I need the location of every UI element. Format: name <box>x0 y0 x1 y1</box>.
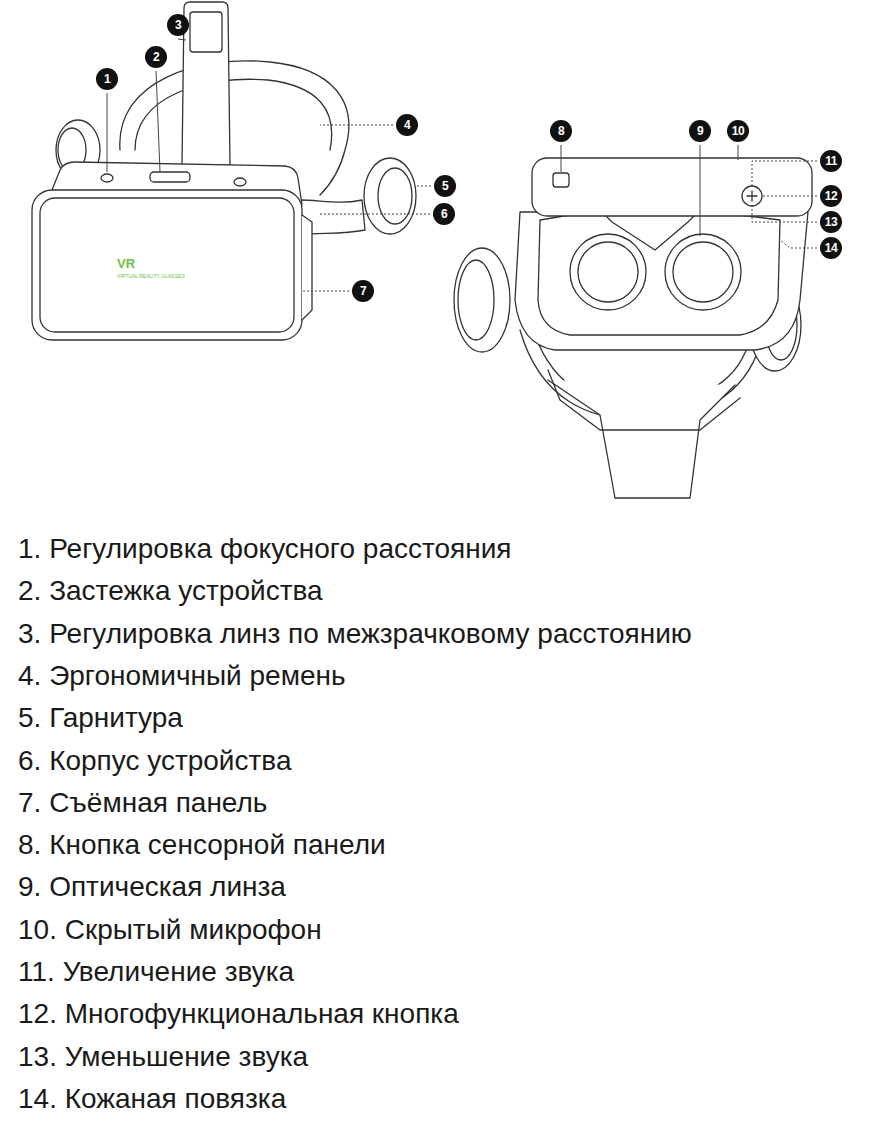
leader-line <box>156 71 160 172</box>
legend-item-text: 12. Многофункциональная кнопка <box>18 997 459 1031</box>
lens-right-inner <box>673 242 733 302</box>
legend-item-text: 3. Регулировка линз по межзрачковому рас… <box>18 617 692 651</box>
leader-line <box>318 214 430 215</box>
legend-item-text: 5. Гарнитура <box>18 701 183 735</box>
callout-text: 5 <box>442 180 448 192</box>
touch-button <box>553 173 569 187</box>
legend-item-text: 13. Уменьшение звука <box>18 1040 308 1074</box>
legend-item-text: 11. Увеличение звука <box>18 955 294 989</box>
callout-text: 3 <box>175 19 181 31</box>
leader-line <box>178 39 186 40</box>
cushion-inner <box>538 210 780 335</box>
leader-line <box>320 125 393 126</box>
callout-text: 10 <box>732 125 744 137</box>
callout-number: 13 <box>820 211 842 233</box>
lens-right <box>665 234 741 310</box>
callout-text: 1 <box>104 73 110 85</box>
callout-text: 9 <box>697 125 703 137</box>
callout-number: 10 <box>727 120 749 142</box>
callout-number: 8 <box>550 120 572 142</box>
front-panel <box>32 190 302 340</box>
front-panel-inner <box>40 198 294 332</box>
callout-text: 8 <box>558 125 564 137</box>
callout-text: 13 <box>825 216 837 228</box>
callout-number: 9 <box>689 120 711 142</box>
strap-tail <box>548 380 735 498</box>
callout-number: 12 <box>820 185 842 207</box>
callout-number: 6 <box>433 203 455 225</box>
legend-item-text: 2. Застежка устройства <box>18 574 323 608</box>
focus-knob <box>101 174 113 182</box>
leader-line <box>738 145 739 160</box>
logo-subtext: VIRTUAL REALITY GLASSES <box>117 273 185 279</box>
leader-line <box>752 206 817 222</box>
housing-top <box>532 158 812 216</box>
leader-line <box>752 161 817 186</box>
housing-side <box>302 215 312 320</box>
leader-line <box>700 145 701 236</box>
legend-item-text: 10. Скрытый микрофон <box>18 913 322 947</box>
leader-line <box>780 240 817 248</box>
legend-item-text: 4. Эргономичный ремень <box>18 659 346 693</box>
leader-line <box>416 186 431 187</box>
leader-line <box>107 93 108 172</box>
callout-number: 11 <box>820 150 842 172</box>
legend-item-text: 8. Кнопка сенсорной панели <box>18 828 386 862</box>
legend-item-text: 14. Кожаная повязка <box>18 1082 286 1116</box>
legend-item-text: 9. Оптическая линза <box>18 870 286 904</box>
callout-number: 1 <box>96 68 118 90</box>
legend-item-text: 1. Регулировка фокусного расстояния <box>18 532 511 566</box>
callout-text: 11 <box>825 155 837 167</box>
headphone-left-inner <box>458 260 494 340</box>
volume-dial <box>742 186 762 206</box>
callout-text: 7 <box>360 285 366 297</box>
callout-number: 7 <box>352 280 374 302</box>
dial-mark <box>747 191 757 201</box>
callout-text: 2 <box>153 51 159 63</box>
callout-text: 4 <box>404 119 410 131</box>
callout-number: 3 <box>167 14 189 36</box>
callout-number: 5 <box>434 175 456 197</box>
headphone-left <box>454 248 510 352</box>
clasp <box>150 172 190 182</box>
legend-item-text: 7. Съёмная панель <box>18 786 267 820</box>
headphone-right-inner <box>378 168 412 224</box>
callout-text: 12 <box>825 190 837 202</box>
strap-pad <box>548 370 740 430</box>
logo-text: VR <box>117 256 135 272</box>
leader-line <box>561 145 562 172</box>
leader-line <box>762 196 817 197</box>
headphone-right <box>364 158 416 234</box>
head-strap-inner <box>135 79 332 150</box>
leader-line <box>303 291 349 292</box>
strap-buckle <box>190 12 222 52</box>
callout-number: 2 <box>145 46 167 68</box>
top-strap <box>182 2 230 165</box>
lens-left <box>570 234 646 310</box>
lens-left-inner <box>578 242 638 302</box>
callout-text: 6 <box>441 208 447 220</box>
callout-number: 4 <box>396 114 418 136</box>
callout-text: 14 <box>825 242 837 254</box>
legend-item-text: 6. Корпус устройства <box>18 744 291 778</box>
callout-number: 14 <box>820 237 842 259</box>
knob <box>234 178 246 186</box>
